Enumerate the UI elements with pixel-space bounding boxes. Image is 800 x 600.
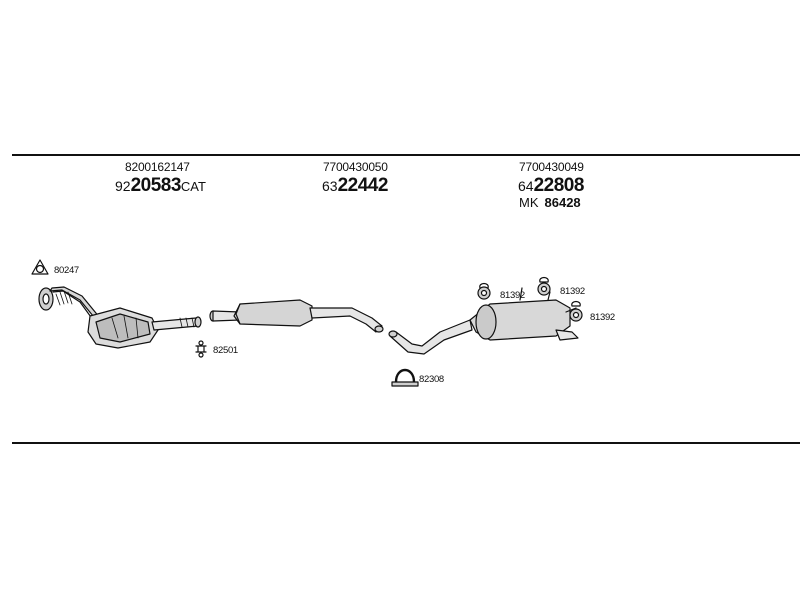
- u-clamp-icon: [391, 368, 419, 387]
- clamp-icon: [195, 340, 207, 358]
- top-rule: [12, 154, 800, 156]
- front-ref-number: 9220583CAT: [115, 175, 206, 197]
- rear-mk-value: 86428: [544, 195, 581, 210]
- middle-ref-number: 6322442: [322, 175, 388, 197]
- rear-oe-number: 7700430049: [519, 160, 584, 174]
- middle-oe-number: 7700430050: [323, 160, 388, 174]
- bottom-rule: [12, 442, 800, 444]
- clamp-front-code: 82501: [213, 345, 238, 356]
- rear-pipe: [388, 319, 473, 355]
- rear-ref-prefix: 64: [518, 178, 534, 194]
- rear-mk-prefix: MK: [519, 195, 539, 210]
- rear-mk-number: MK 86428: [519, 195, 581, 210]
- middle-silencer: [209, 299, 384, 333]
- hanger-icon: [537, 276, 551, 296]
- hanger-3-code: 81392: [590, 312, 615, 323]
- hanger-2-code: 81392: [560, 286, 585, 297]
- rear-silencer: [469, 287, 579, 341]
- front-ref-bold: 20583: [130, 175, 182, 196]
- rear-ref-number: 6422808: [518, 175, 584, 197]
- hanger-1-code: 81392: [500, 290, 525, 301]
- middle-ref-prefix: 63: [322, 178, 338, 194]
- front-ref-suffix: CAT: [180, 179, 206, 194]
- gasket-icon: [31, 259, 49, 275]
- hanger-icon: [569, 300, 583, 322]
- front-oe-number: 8200162147: [125, 160, 190, 174]
- hanger-icon: [477, 282, 491, 300]
- middle-ref-bold: 22442: [337, 175, 389, 196]
- rear-ref-bold: 22808: [533, 175, 585, 196]
- gasket-code: 80247: [54, 265, 79, 276]
- front-ref-prefix: 92: [115, 178, 131, 194]
- u-clamp-code: 82308: [419, 374, 444, 385]
- catalytic-converter: [38, 286, 202, 349]
